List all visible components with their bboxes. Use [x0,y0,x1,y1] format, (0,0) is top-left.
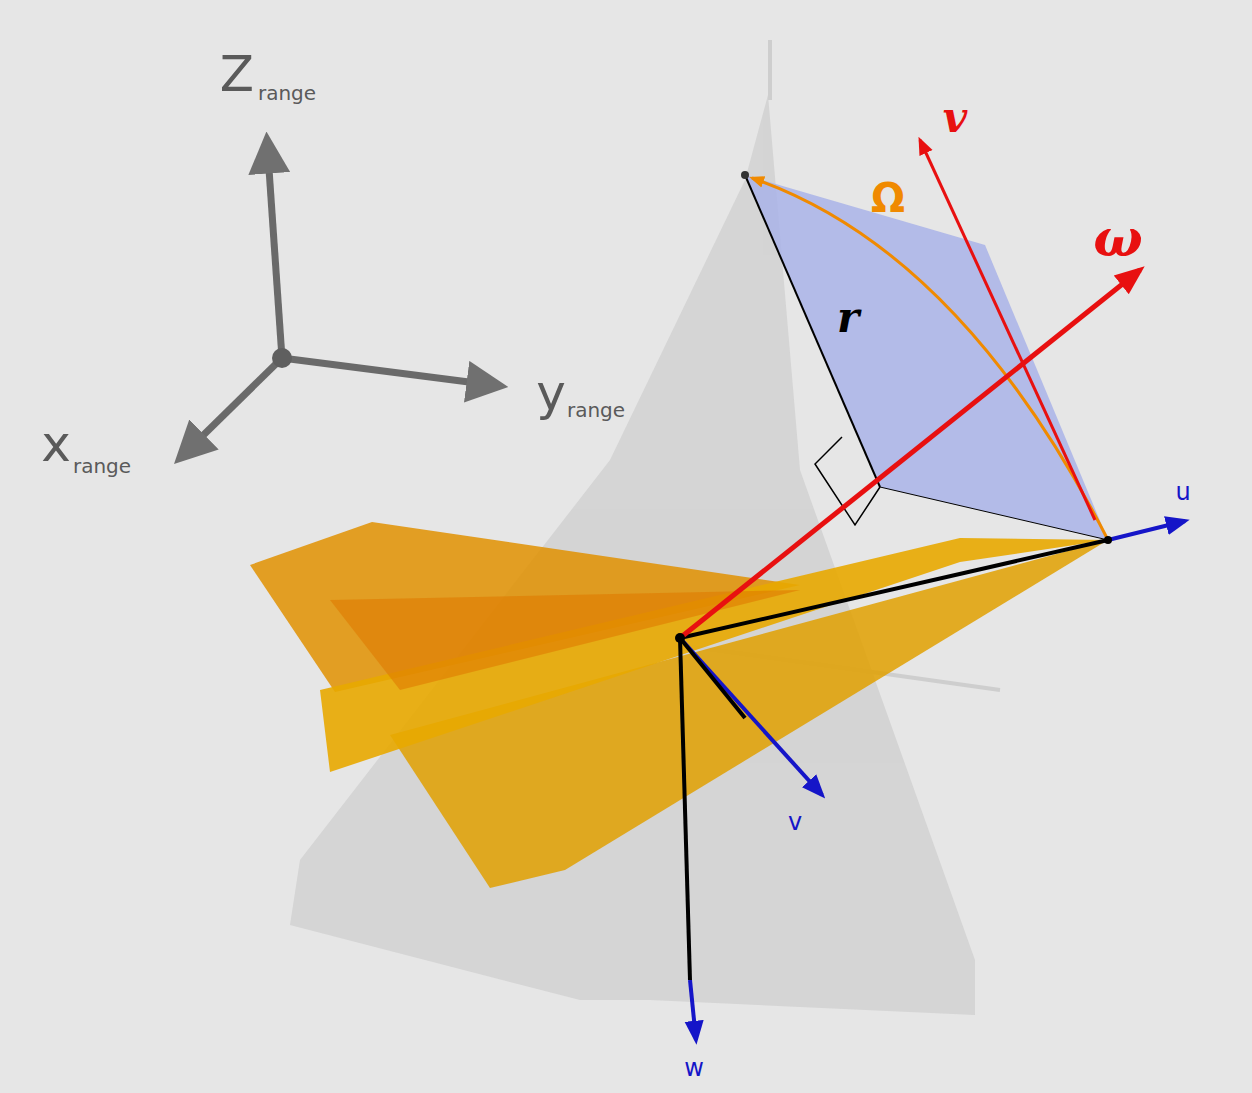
body-axes [680,521,1185,1040]
axis-label: v [788,810,802,834]
axis-label: Ω [871,178,905,218]
axis-label: y [536,368,566,418]
axis-label: x [41,419,71,469]
range-axes [180,140,500,458]
axis-label: r [837,297,859,339]
axis-label: w [684,1056,704,1080]
axis-label: range [73,456,131,476]
axis-label: range [258,83,316,103]
axis-label: Z [220,49,254,99]
axis-label: u [1175,480,1190,504]
axis-label: v [943,97,967,139]
aircraft [250,522,1108,888]
axis-label: ω [1093,212,1143,264]
rotation-plane [745,175,1108,540]
axis-label: range [567,400,625,420]
